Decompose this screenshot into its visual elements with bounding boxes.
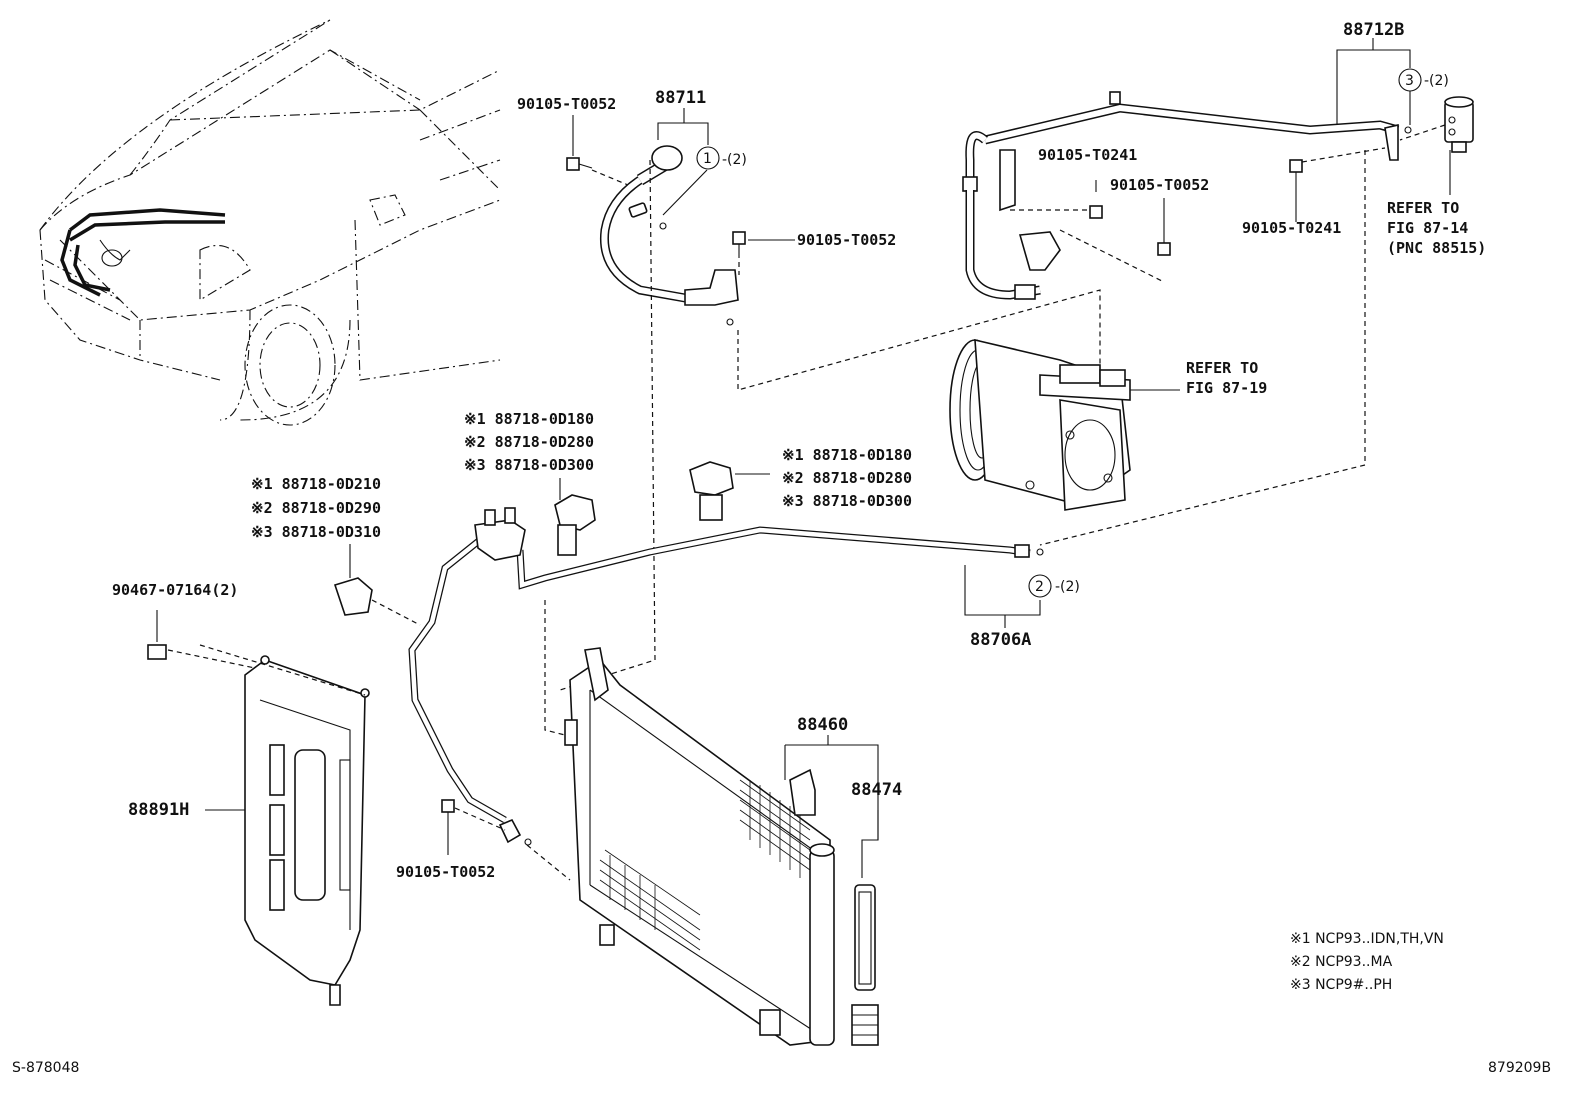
label-clamp-a-1: ※1 88718-0D180 [464,410,594,428]
vehicle-outline [39,19,501,426]
label-clip-90467: 90467-07164(2) [112,581,238,599]
clip-90467-07164[interactable] [147,610,167,660]
clamp-88718-mid[interactable] [554,494,596,556]
clamp-88718-left[interactable] [333,577,373,616]
label-clamp-c-1: ※1 88718-0D210 [251,475,381,493]
label-clamp-a-2: ※2 88718-0D280 [464,433,594,451]
bolt-88712B-top[interactable] [1109,91,1121,105]
label-88712B: 88712B [1343,20,1404,40]
label-refer-87-14-l1: REFER TO [1387,199,1459,217]
label-clamp-a-3: ※3 88718-0D300 [464,456,594,474]
o-ring-1 [659,222,667,230]
footer-right-code: 879209B [1488,1060,1551,1076]
label-88460: 88460 [797,715,848,735]
label-refer-87-14-l3: (PNC 88515) [1387,239,1486,257]
liquid-pipe-88706A[interactable] [408,507,1044,846]
expansion-valve[interactable] [1444,96,1474,153]
o-ring-callout-2-num: 2 [1035,579,1044,595]
desiccant-88474[interactable] [851,884,879,1046]
label-refer-87-19-l2: FIG 87-19 [1186,379,1267,397]
bolt-90105-T0241-right[interactable] [1289,159,1303,222]
bolt-90105-T0052-mid[interactable] [732,231,746,258]
label-refer-87-14-l2: FIG 87-14 [1387,219,1468,237]
label-bolt-right-c: 90105-T0241 [1242,219,1341,237]
label-clamp-c-2: ※2 88718-0D290 [251,499,381,517]
bolt-90105-T0052-bottom[interactable] [441,799,455,855]
label-88711: 88711 [655,88,706,108]
receiver-tube[interactable] [809,843,835,1046]
footer-left-code: S-878048 [12,1060,79,1076]
label-refer-87-19-l1: REFER TO [1186,359,1258,377]
o-ring-callout-1 [696,146,720,170]
bolt-90105-T0052-top-left[interactable] [566,157,593,171]
bolt-90105-T0241-left[interactable] [1089,180,1103,219]
seal-88891H[interactable] [244,655,370,1006]
label-bolt-mid: 90105-T0052 [797,231,896,249]
label-88474: 88474 [851,780,902,800]
label-clamp-b-2: ※2 88718-0D280 [782,469,912,487]
label-clamp-b-1: ※1 88718-0D180 [782,446,912,464]
o-ring-callout-3-num: 3 [1405,73,1414,89]
label-bolt-right-b: 90105-T0052 [1110,176,1209,194]
o-ring-callout-1-qty: -(2) [722,152,747,168]
o-ring-callout-1-num: 1 [703,151,712,167]
note-3: ※3 NCP9#..PH [1290,977,1392,993]
label-bolt-right-a: 90105-T0241 [1038,146,1137,164]
label-bolt-bottom: 90105-T0052 [396,863,495,881]
note-1: ※1 NCP93..IDN,TH,VN [1290,931,1444,947]
label-clamp-c-3: ※3 88718-0D310 [251,523,381,541]
note-2: ※2 NCP93..MA [1290,954,1393,970]
clamp-88718-right[interactable] [689,461,734,521]
bolt-90105-T0052-right[interactable] [1157,198,1171,256]
label-88891H: 88891H [128,800,189,820]
suction-pipe-88712B[interactable] [962,103,1412,300]
label-bolt-top-left: 90105-T0052 [517,95,616,113]
o-ring-callout-3-qty: -(2) [1424,73,1449,89]
o-ring-callout-2-qty: -(2) [1055,579,1080,595]
discharge-hose-88711[interactable] [599,145,739,326]
label-clamp-b-3: ※3 88718-0D300 [782,492,912,510]
condenser-88460[interactable] [564,647,831,1046]
label-88706A: 88706A [970,630,1031,650]
o-ring-callout-2 [1028,574,1052,598]
ac-compressor[interactable] [949,338,1131,511]
